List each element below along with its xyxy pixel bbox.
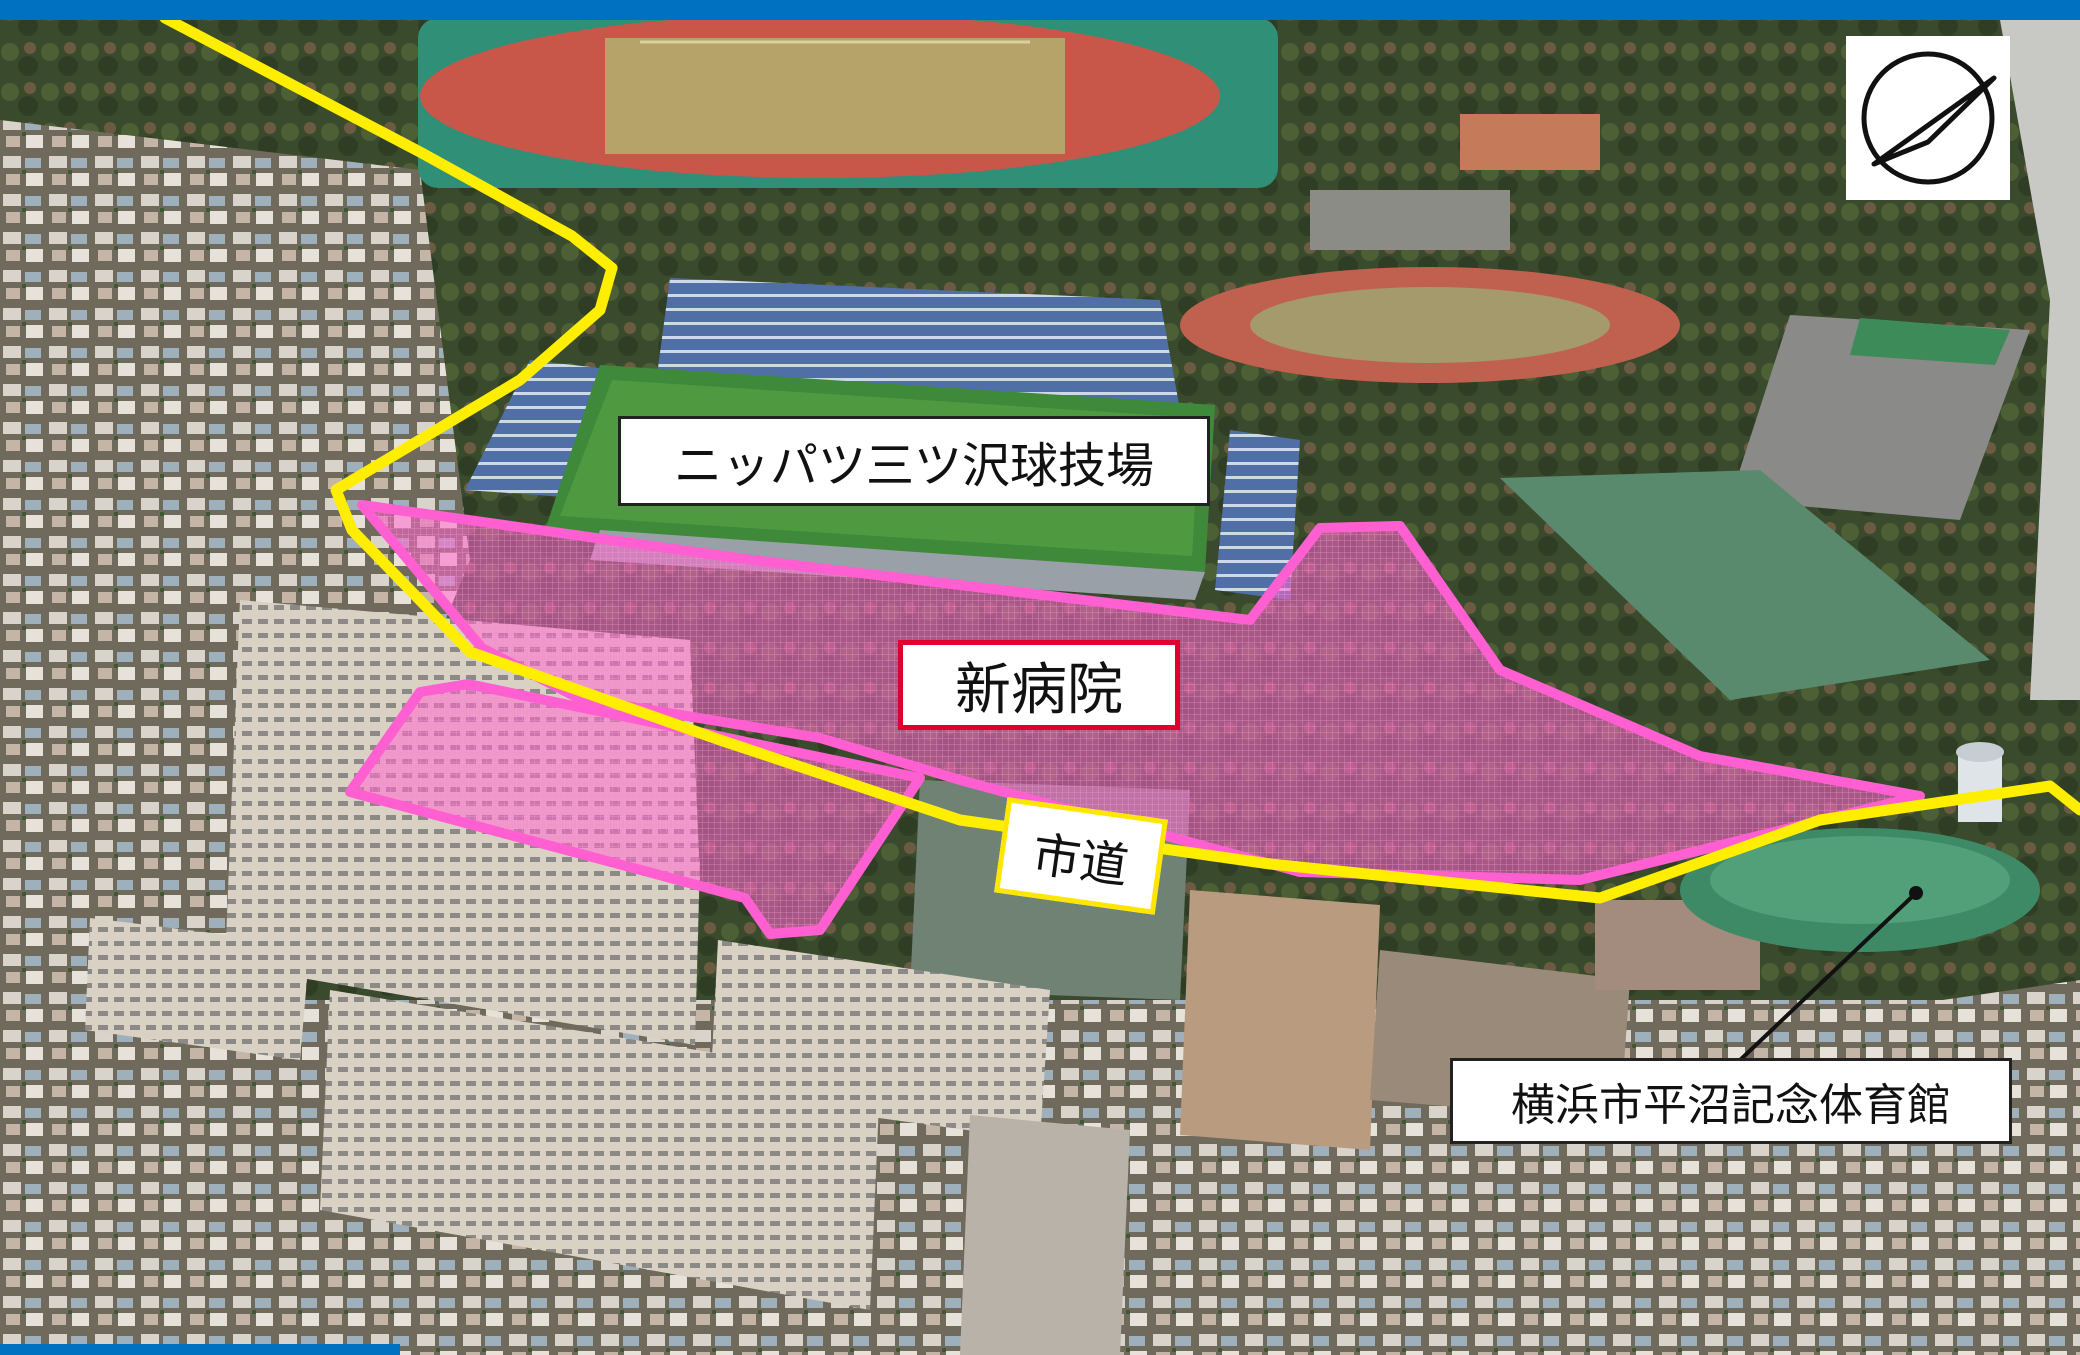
- new-hospital-label: 新病院: [898, 640, 1180, 730]
- gym-label: 横浜市平沼記念体育館: [1450, 1058, 2012, 1144]
- gym-pointer-dot: [1909, 886, 1923, 900]
- header-band: [0, 0, 2080, 20]
- boundary-line: [159, 12, 2080, 904]
- new-hospital-site-area-south: [345, 679, 925, 939]
- gym-pointer-line: [1736, 891, 1918, 1064]
- stadium-label: ニッパツ三ツ沢球技場: [618, 416, 1210, 506]
- compass-north-arrow-icon: [1846, 36, 2010, 200]
- footer-band: [0, 1344, 400, 1355]
